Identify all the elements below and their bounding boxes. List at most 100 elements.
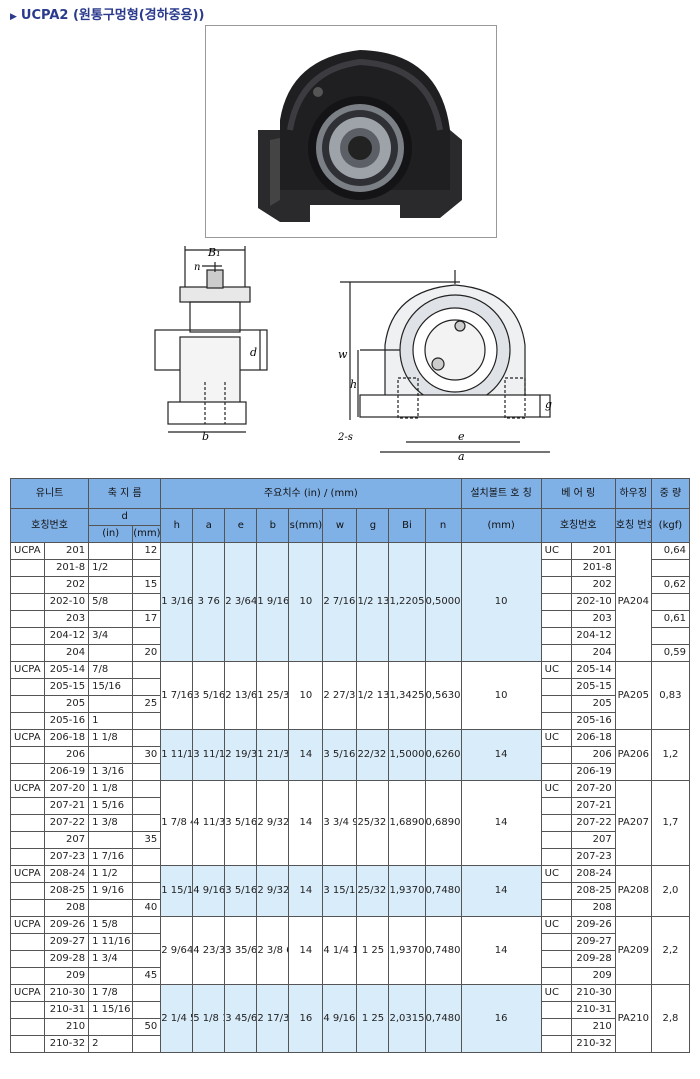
dim-s-cell: 10 <box>288 661 324 730</box>
dim-n-cell: 0,5630 14,3 <box>424 661 462 730</box>
side-view-drawing: B₁ n d b <box>154 246 268 440</box>
bearing-code-cell: 209-28 <box>570 950 616 968</box>
weight-cell: 0,83 <box>650 661 691 730</box>
unit-code-cell: 206-18 <box>44 729 90 747</box>
bearing-prefix-cell <box>540 1018 572 1036</box>
page-title: ▶UCPA2 (원통구멍형(경하중용)) <box>10 8 205 23</box>
dim-s-cell: 14 <box>288 780 324 866</box>
dim-e-cell: 2 13/64 56 <box>224 661 258 730</box>
bearing-prefix-cell: UC <box>540 984 572 1002</box>
shaft-in-cell <box>88 1018 134 1036</box>
housing-code-cell: PA204 <box>614 542 652 662</box>
shaft-mm-cell: 40 <box>132 899 162 917</box>
bearing-code-cell: 209-27 <box>570 933 616 951</box>
bearing-code-cell: 204-12 <box>570 627 616 645</box>
shaft-in-cell: 1 3/8 <box>88 814 134 832</box>
dim-h-cell: 1 11/16 42,9 <box>160 729 194 781</box>
header-bolt-mm: (mm) <box>460 508 542 543</box>
bearing-prefix-cell: UC <box>540 916 572 934</box>
unit-prefix-cell <box>9 882 46 900</box>
dim-e-cell: 3 5/16 84 <box>224 780 258 866</box>
label-B1: B₁ <box>207 246 221 259</box>
shaft-mm-cell <box>132 950 162 968</box>
dim-b-cell: 2 3/8 60 <box>256 916 290 985</box>
label-h: h <box>350 378 357 391</box>
unit-code-cell: 206-19 <box>44 763 90 781</box>
unit-code-cell: 208-24 <box>44 865 90 883</box>
dim-n-cell: 0,6260 15,9 <box>424 729 462 781</box>
dim-a-cell: 4 11/32 110 <box>192 780 226 866</box>
bearing-prefix-cell <box>540 712 572 730</box>
unit-prefix-cell <box>9 593 46 611</box>
dim-e-cell: 2 19/32 66 <box>224 729 258 781</box>
dim-h-cell: 1 7/16 36,5 <box>160 661 194 730</box>
bearing-code-cell: 201-8 <box>570 559 616 577</box>
shaft-in-cell: 1 3/16 <box>88 763 134 781</box>
shaft-mm-cell: 45 <box>132 967 162 985</box>
shaft-mm-cell: 30 <box>132 746 162 764</box>
weight-cell: 2,8 <box>650 984 691 1053</box>
weight-cell: 1,7 <box>650 780 691 866</box>
unit-prefix-cell: UCPA <box>9 661 46 679</box>
shaft-mm-cell <box>132 882 162 900</box>
unit-prefix-cell <box>9 950 46 968</box>
bearing-prefix-cell <box>540 644 572 662</box>
dim-bolt-cell: 10 <box>460 661 542 730</box>
dim-bolt-cell: 14 <box>460 916 542 985</box>
unit-prefix-cell <box>9 695 46 713</box>
header-s: s(mm) <box>288 508 324 543</box>
unit-prefix-cell <box>9 967 46 985</box>
bearing-prefix-cell: UC <box>540 780 572 798</box>
dim-Bi-cell: 1,9370 49,2 <box>388 865 426 917</box>
header-a: a <box>192 508 226 543</box>
shaft-mm-cell <box>132 780 162 798</box>
shaft-mm-cell: 17 <box>132 610 162 628</box>
dim-b-cell: 2 17/32 64 <box>256 984 290 1053</box>
header-code: 호칭번호 <box>9 508 90 543</box>
bearing-prefix-cell <box>540 610 572 628</box>
pillow-block-photo <box>210 30 492 233</box>
header-w: w <box>322 508 358 543</box>
bearing-prefix-cell <box>540 899 572 917</box>
shaft-mm-cell <box>132 916 162 934</box>
unit-prefix-cell: UCPA <box>9 780 46 798</box>
unit-code-cell: 209-27 <box>44 933 90 951</box>
unit-code-cell: 210 <box>44 1018 90 1036</box>
bearing-prefix-cell <box>540 593 572 611</box>
housing-code-cell: PA207 <box>614 780 652 866</box>
bearing-code-cell: 202 <box>570 576 616 594</box>
shaft-mm-cell <box>132 797 162 815</box>
unit-prefix-cell <box>9 1018 46 1036</box>
unit-code-cell: 207-23 <box>44 848 90 866</box>
shaft-mm-cell <box>132 984 162 1002</box>
bearing-code-cell: 205-15 <box>570 678 616 696</box>
housing-code-cell: PA210 <box>614 984 652 1053</box>
unit-code-cell: 201-8 <box>44 559 90 577</box>
shaft-in-cell <box>88 576 134 594</box>
dim-h-cell: 2 1/4 57,2 <box>160 984 194 1053</box>
dim-n-cell: 0,7480 19,0 <box>424 984 462 1053</box>
bearing-code-cell: 209-26 <box>570 916 616 934</box>
unit-code-cell: 208 <box>44 899 90 917</box>
unit-code-cell: 210-32 <box>44 1035 90 1053</box>
dim-n-cell: 0,7480 19,0 <box>424 865 462 917</box>
unit-code-cell: 210-30 <box>44 984 90 1002</box>
dim-g-cell: 1 25 <box>356 984 390 1053</box>
unit-prefix-cell <box>9 627 46 645</box>
dim-Bi-cell: 1,9370 49,2 <box>388 916 426 985</box>
unit-prefix-cell <box>9 933 46 951</box>
shaft-in-cell: 1 1/8 <box>88 780 134 798</box>
unit-prefix-cell <box>9 1001 46 1019</box>
bearing-code-cell: 206 <box>570 746 616 764</box>
shaft-mm-cell <box>132 627 162 645</box>
shaft-mm-cell <box>132 1035 162 1053</box>
unit-prefix-cell <box>9 678 46 696</box>
shaft-in-cell <box>88 610 134 628</box>
bearing-prefix-cell <box>540 1035 572 1053</box>
shaft-in-cell: 1/2 <box>88 559 134 577</box>
header-b: b <box>256 508 290 543</box>
shaft-in-cell: 1 15/16 <box>88 1001 134 1019</box>
product-photo <box>205 25 497 238</box>
dim-w-cell: 3 3/4 95 <box>322 780 358 866</box>
